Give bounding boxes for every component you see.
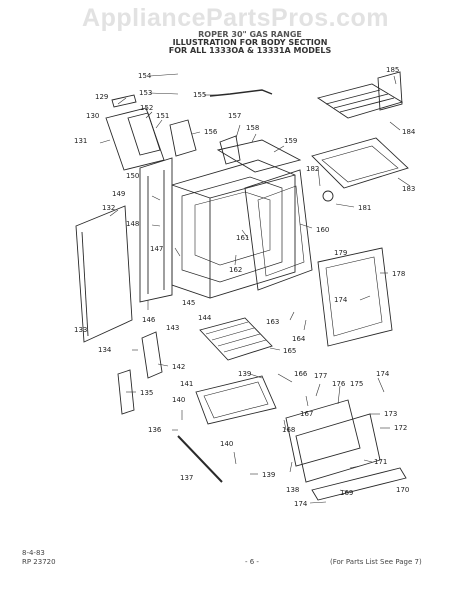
callout-170: 170 xyxy=(396,486,409,494)
callout-132: 132 xyxy=(102,204,115,212)
control-bracket xyxy=(127,112,161,156)
kick-panel xyxy=(311,467,407,501)
callout-174a: 174 xyxy=(334,296,348,304)
callout-158: 158 xyxy=(246,124,259,132)
callout-143: 143 xyxy=(166,324,179,332)
callout-131: 131 xyxy=(74,137,87,145)
callout-163: 163 xyxy=(266,318,279,326)
callout-161: 161 xyxy=(236,234,249,242)
callout-136: 136 xyxy=(148,426,162,434)
side-panel xyxy=(139,157,173,303)
callout-133: 133 xyxy=(74,326,87,334)
control-panel xyxy=(105,107,165,171)
callout-150: 150 xyxy=(126,172,139,180)
footer-date: 8-4-83 xyxy=(22,549,45,557)
hinge-bracket xyxy=(141,331,163,379)
footer-note: (For Parts List See Page 7) xyxy=(330,558,422,566)
leader-lines xyxy=(99,73,411,504)
callout-183: 183 xyxy=(402,185,415,193)
diagram-title-line2: ILLUSTRATION FOR BODY SECTION xyxy=(172,38,328,47)
callout-151: 151 xyxy=(156,112,169,120)
part-callouts: 154 153 155 129 130 152 151 131 156 157 … xyxy=(74,66,416,508)
callout-178: 178 xyxy=(392,270,405,278)
callout-185: 185 xyxy=(386,66,399,74)
callout-175: 175 xyxy=(350,380,363,388)
callout-129: 129 xyxy=(95,93,108,101)
callout-181: 181 xyxy=(358,204,371,212)
callout-160: 160 xyxy=(316,226,329,234)
callout-152: 152 xyxy=(140,104,153,112)
rear-panel-157 xyxy=(219,135,241,165)
top-panel xyxy=(216,139,302,173)
storage-drawer-front xyxy=(295,413,381,483)
callout-149: 149 xyxy=(112,190,125,198)
callout-164: 164 xyxy=(292,335,306,343)
callout-168: 168 xyxy=(282,426,295,434)
callout-134: 134 xyxy=(98,346,112,354)
footer-page: - 6 - xyxy=(245,558,259,566)
callout-177: 177 xyxy=(314,372,327,380)
callout-159: 159 xyxy=(284,137,297,145)
callout-174c: 174 xyxy=(294,500,308,508)
callout-142: 142 xyxy=(172,363,185,371)
watermark: AppliancePartsPros.com xyxy=(82,4,389,32)
part-156 xyxy=(169,119,197,157)
callout-148: 148 xyxy=(126,220,139,228)
callout-130: 130 xyxy=(86,112,99,120)
oven-door-frame xyxy=(244,169,313,291)
callout-172: 172 xyxy=(394,424,407,432)
callout-153: 153 xyxy=(139,89,152,97)
burner-grate xyxy=(199,317,273,361)
knob-182 xyxy=(322,190,334,202)
oven-body xyxy=(171,159,296,299)
callout-138: 138 xyxy=(286,486,299,494)
callout-184: 184 xyxy=(402,128,416,136)
callout-154: 154 xyxy=(138,72,152,80)
callout-139b: 139 xyxy=(262,471,275,479)
callout-139a: 139 xyxy=(238,370,251,378)
callout-140a: 140 xyxy=(172,396,185,404)
door-hinge xyxy=(117,369,135,415)
callout-144: 144 xyxy=(198,314,212,322)
broiler-drawer xyxy=(195,375,277,425)
control-cover xyxy=(111,94,137,108)
diagram-title-line3: FOR ALL 1333OA & 13331A MODELS xyxy=(168,46,332,55)
door-window-frame xyxy=(317,247,393,347)
callout-156: 156 xyxy=(204,128,218,136)
callout-162: 162 xyxy=(229,266,242,274)
callout-176: 176 xyxy=(332,380,346,388)
callout-140b: 140 xyxy=(220,440,233,448)
storage-drawer-back xyxy=(285,399,361,467)
callout-182: 182 xyxy=(306,165,319,173)
footer-code: RP 23720 xyxy=(22,558,56,566)
callout-174b: 174 xyxy=(376,370,390,378)
callout-155: 155 xyxy=(193,91,206,99)
callout-166: 166 xyxy=(294,370,308,378)
callout-157: 157 xyxy=(228,112,241,120)
callout-141: 141 xyxy=(180,380,193,388)
diagram-title-line1: ROPER 30" GAS RANGE xyxy=(198,30,302,39)
callout-169: 169 xyxy=(340,489,353,497)
callout-137: 137 xyxy=(180,474,193,482)
broiler-pan xyxy=(311,137,409,189)
callout-146: 146 xyxy=(142,316,156,324)
rack-bracket xyxy=(377,71,403,111)
callout-173: 173 xyxy=(384,410,397,418)
callout-171: 171 xyxy=(374,458,387,466)
drawer-slide xyxy=(177,435,223,483)
callout-165: 165 xyxy=(283,347,296,355)
callout-145: 145 xyxy=(182,299,195,307)
gas-valve-tube xyxy=(209,89,273,97)
callout-147: 147 xyxy=(150,245,163,253)
callout-179: 179 xyxy=(334,249,347,257)
callout-135: 135 xyxy=(140,389,153,397)
callout-167: 167 xyxy=(300,410,313,418)
side-door-panel xyxy=(75,205,133,343)
